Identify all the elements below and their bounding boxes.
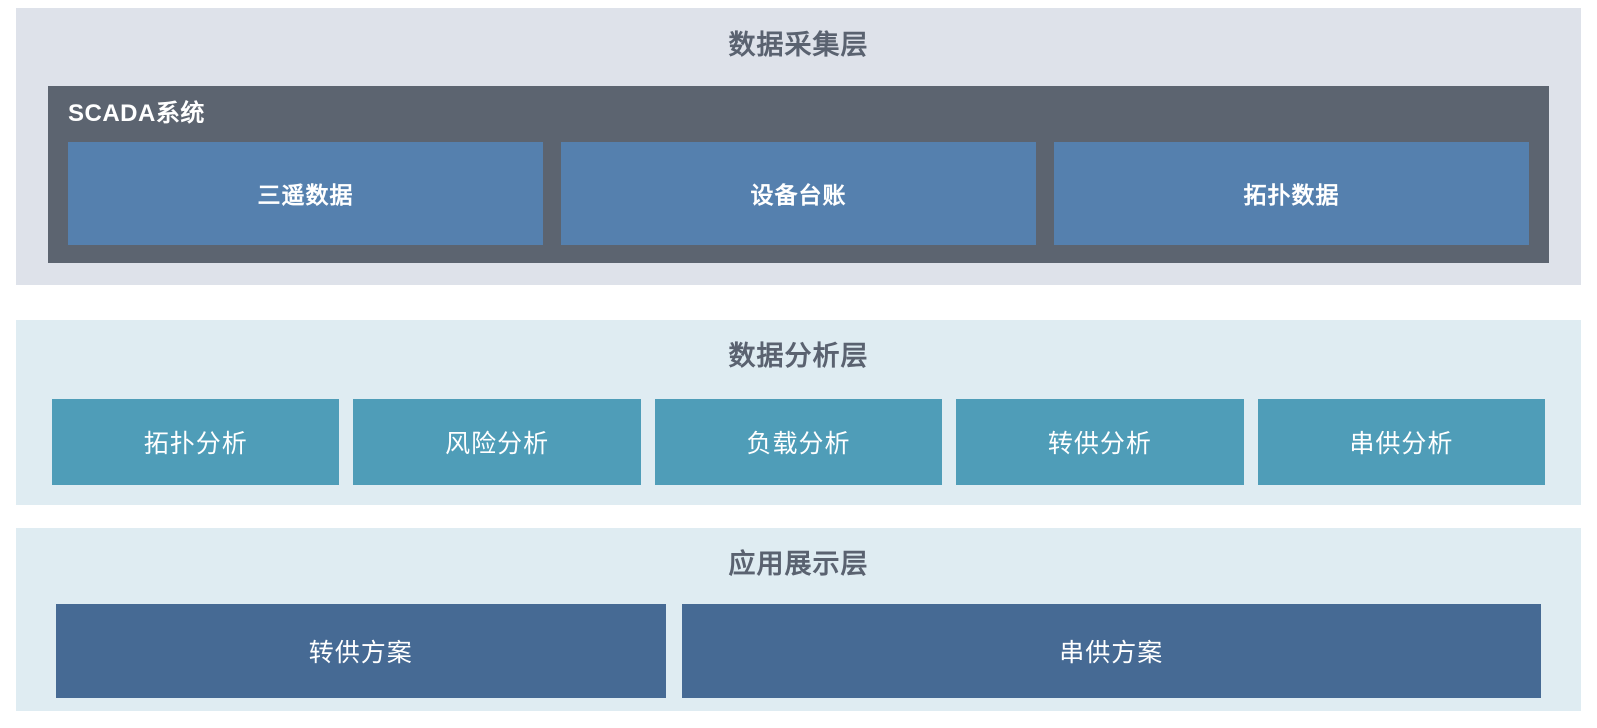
scada-box-telemetry[interactable]: 三遥数据 bbox=[68, 141, 543, 245]
layer-title-application-presentation: 应用展示层 bbox=[728, 549, 869, 579]
analysis-box-topology[interactable]: 拓扑分析 bbox=[52, 398, 340, 485]
application-box-series-supply-plan[interactable]: 串供方案 bbox=[681, 603, 1541, 698]
analysis-box-load[interactable]: 负载分析 bbox=[654, 398, 943, 485]
analysis-box-series-supply[interactable]: 串供分析 bbox=[1257, 398, 1546, 485]
scada-system-label: SCADA系统 bbox=[68, 99, 205, 127]
scada-box-equipment-ledger[interactable]: 设备台账 bbox=[561, 141, 1036, 245]
layer-title-data-collection: 数据采集层 bbox=[728, 30, 869, 60]
scada-box-topology-data[interactable]: 拓扑数据 bbox=[1054, 141, 1529, 245]
layer-data-analysis: 数据分析层 拓扑分析 风险分析 负载分析 转供分析 串供分析 bbox=[16, 320, 1581, 505]
scada-system-group: SCADA系统 三遥数据 设备台账 拓扑数据 bbox=[48, 85, 1549, 263]
application-box-transfer-supply-plan[interactable]: 转供方案 bbox=[56, 603, 666, 698]
analysis-box-risk[interactable]: 风险分析 bbox=[353, 398, 641, 485]
analysis-box-transfer-supply[interactable]: 转供分析 bbox=[956, 398, 1244, 485]
layer-application-presentation: 应用展示层 转供方案 串供方案 bbox=[16, 528, 1581, 711]
analysis-box-row: 拓扑分析 风险分析 负载分析 转供分析 串供分析 bbox=[52, 398, 1546, 485]
layer-title-data-analysis: 数据分析层 bbox=[728, 341, 869, 371]
layer-data-collection: 数据采集层 SCADA系统 三遥数据 设备台账 拓扑数据 bbox=[16, 8, 1581, 285]
application-box-row: 转供方案 串供方案 bbox=[56, 603, 1541, 698]
scada-box-row: 三遥数据 设备台账 拓扑数据 bbox=[68, 141, 1529, 245]
